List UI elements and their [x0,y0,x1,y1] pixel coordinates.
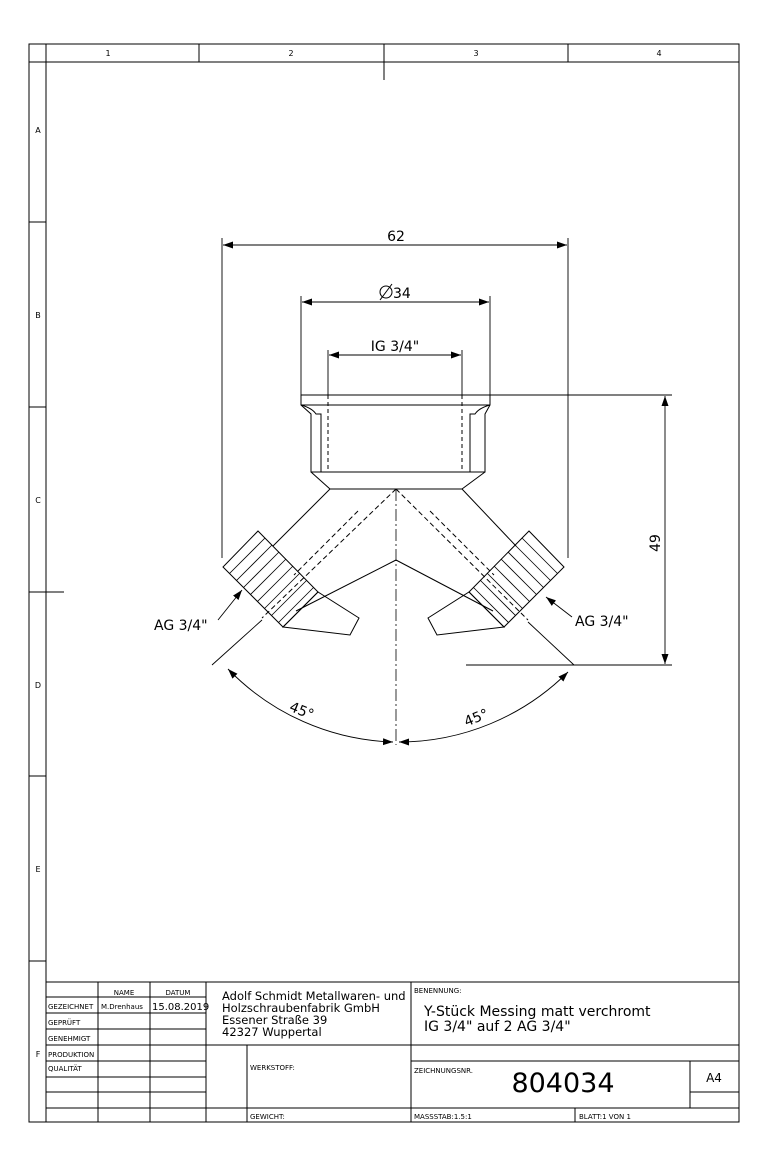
row-label-e: E [35,865,40,874]
row-qualitaet: QUALITÄT [48,1064,82,1073]
blatt-label: BLATT:1 VON 1 [579,1113,631,1121]
dimension-49: 49 [648,534,664,552]
column-label-4: 4 [656,49,661,58]
part-name-line-1: Y-Stück Messing matt verchromt [423,1004,651,1020]
benennung-label: BENENNUNG: [414,987,462,995]
row-genehmigt: GENEHMIGT [48,1035,91,1043]
row-label-b: B [35,311,41,320]
row-produktion: PRODUKTION [48,1051,94,1059]
title-block [46,981,739,1122]
drafter-name: M.Drenhaus [101,1003,143,1011]
diameter-symbol [379,283,393,301]
right-thread-nut [468,530,565,628]
row-label-a: A [35,126,41,135]
dimension-ig-thread: IG 3/4" [371,339,419,355]
dimension-texts: 62 34 IG 3/4" AG 3/4" AG 3/4" 49 45° 45° [154,229,664,730]
label-ag-thread-right: AG 3/4" [575,614,629,630]
company-line-2: Holzschraubenfabrik GmbH [222,1001,380,1015]
dimension-diameter-34: 34 [393,286,411,302]
werkstoff-label: WERKSTOFF: [250,1064,295,1072]
zeichnungsnr-label: ZEICHNUNGSNR. [414,1067,473,1075]
column-label-1: 1 [105,49,110,58]
title-block-texts: NAME DATUM GEZEICHNET M.Drenhaus 15.08.2… [48,987,722,1121]
label-ag-thread-left: AG 3/4" [154,618,208,634]
paper-format: A4 [706,1071,722,1085]
part-name-line-2: IG 3/4" auf 2 AG 3/4" [424,1019,571,1035]
dimension-62: 62 [387,229,405,245]
frame-row-labels: A B C D E F [35,126,41,1059]
header-date: DATUM [166,989,191,997]
header-name: NAME [114,989,135,997]
drawing-number: 804034 [511,1068,614,1099]
company-line-4: 42327 Wuppertal [222,1025,322,1039]
company-line-1: Adolf Schmidt Metallwaren- und [222,989,406,1003]
company-line-3: Essener Straße 39 [222,1013,327,1027]
angle-45-right: 45° [462,706,491,730]
frame-column-labels: 1 2 3 4 [105,49,661,58]
row-label-f: F [36,1050,41,1059]
gewicht-label: GEWICHT: [250,1113,285,1121]
column-label-2: 2 [288,49,293,58]
massstab-label: MASSSTAB:1.5:1 [414,1113,472,1121]
angle-45-left: 45° [287,699,316,723]
draw-date: 15.08.2019 [152,1002,209,1013]
row-label-c: C [35,496,41,505]
column-label-3: 3 [473,49,478,58]
left-thread-nut [222,530,319,628]
row-gezeichnet: GEZEICHNET [48,1003,94,1011]
row-geprueft: GEPRÜFT [48,1018,81,1027]
y-fitting-part [222,394,565,745]
row-label-d: D [35,681,41,690]
drawing-frame [28,43,740,1123]
dimension-lines [211,238,672,746]
